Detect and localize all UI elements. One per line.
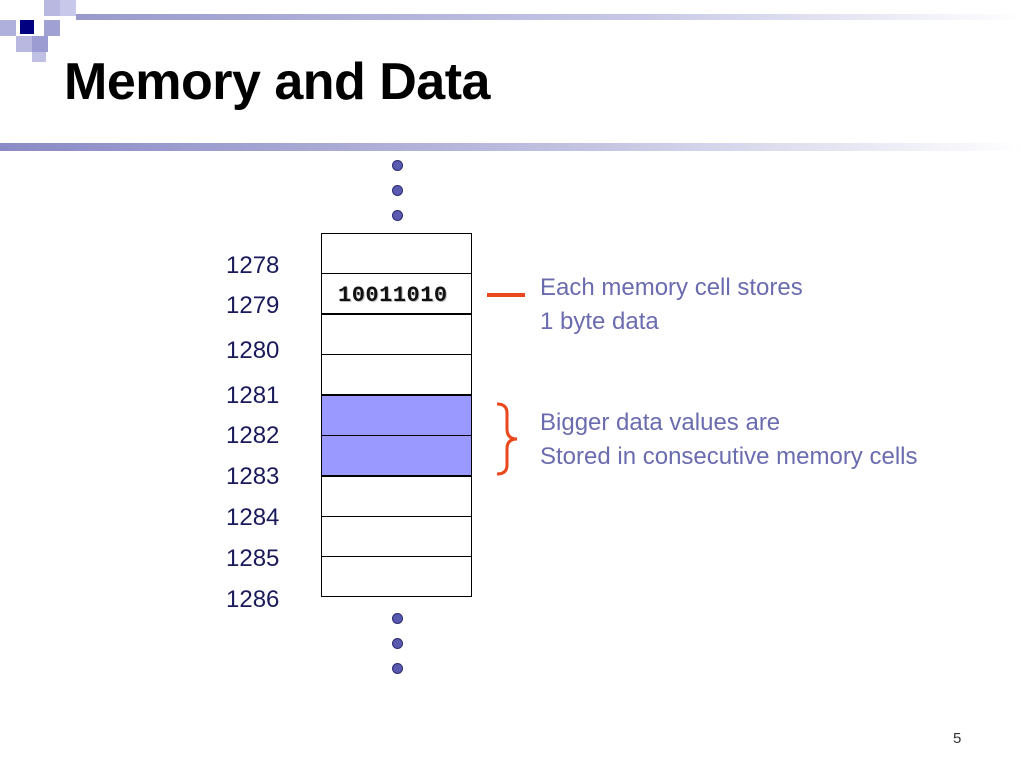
address-label: 1282 <box>226 422 280 449</box>
memory-cell <box>321 476 472 517</box>
corner-square <box>32 36 48 52</box>
address-label: 1278 <box>226 252 280 279</box>
corner-square <box>44 0 60 16</box>
memory-cell <box>321 314 472 355</box>
memory-cell <box>321 233 472 274</box>
header-rule-top <box>76 14 1024 20</box>
address-label: 1279 <box>226 292 280 319</box>
memory-cell <box>321 556 472 597</box>
corner-square <box>60 0 76 16</box>
note-line: Stored in consecutive memory cells <box>540 443 918 470</box>
page-number: 5 <box>953 730 962 747</box>
note-line: 1 byte data <box>540 308 659 335</box>
corner-square <box>16 36 32 52</box>
memory-cell <box>321 273 472 314</box>
memory-cell-highlighted <box>321 435 472 476</box>
address-label: 1281 <box>226 382 280 409</box>
memory-cell-value: 10011010 <box>338 283 448 308</box>
dot-icon <box>392 185 403 196</box>
dot-icon <box>392 663 403 674</box>
note-line: Each memory cell stores <box>540 274 803 301</box>
corner-square <box>0 20 16 36</box>
dot-icon <box>392 160 403 171</box>
bigger-data-note: Bigger data values are Stored in consecu… <box>540 406 917 474</box>
pointer-dash <box>487 293 525 297</box>
dot-icon <box>392 210 403 221</box>
cell-size-note: Each memory cell stores 1 byte data <box>540 271 803 339</box>
address-label: 1285 <box>226 545 280 572</box>
curly-brace-icon <box>496 402 518 476</box>
address-label: 1280 <box>226 337 280 364</box>
memory-cell <box>321 354 472 395</box>
slide-title: Memory and Data <box>64 53 490 111</box>
memory-cell-highlighted <box>321 395 472 436</box>
header-rule-bottom <box>0 143 1024 151</box>
address-label: 1283 <box>226 463 280 490</box>
corner-square-navy <box>20 20 34 34</box>
address-label: 1284 <box>226 504 280 531</box>
address-label: 1286 <box>226 586 280 613</box>
memory-cell <box>321 516 472 557</box>
corner-square <box>44 20 60 36</box>
dot-icon <box>392 638 403 649</box>
dot-icon <box>392 613 403 624</box>
note-line: Bigger data values are <box>540 409 781 436</box>
corner-square <box>32 52 46 62</box>
